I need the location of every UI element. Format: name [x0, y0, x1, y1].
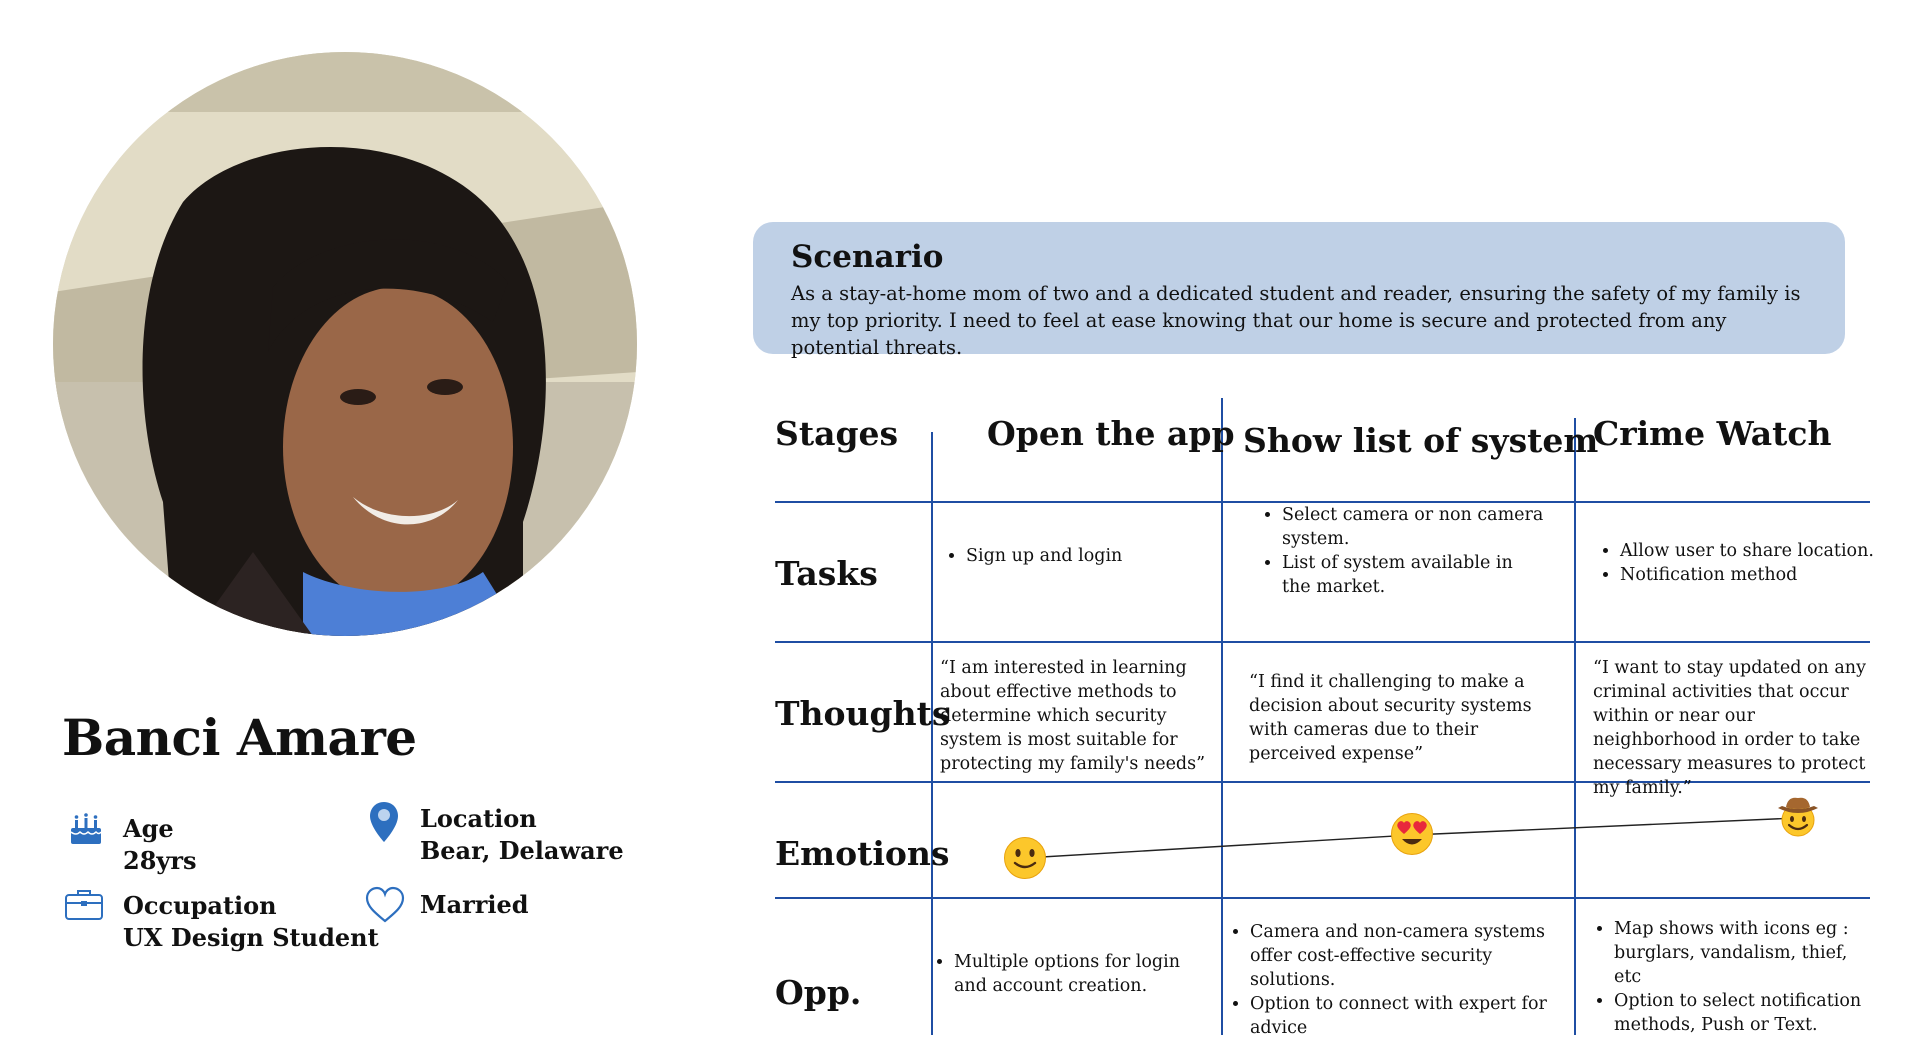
heart-icon: [364, 886, 406, 924]
location-label: Location: [420, 804, 537, 833]
list-item: Select camera or non camera system.: [1282, 503, 1546, 551]
slightly-smiling-emoji: [1003, 836, 1047, 880]
tasks-cell-3: Allow user to share location. Notificati…: [1594, 539, 1874, 587]
cowboy-emoji: [1776, 794, 1820, 838]
stage-show-list: Show list of system: [1243, 421, 1599, 460]
row-label-emotions: Emotions: [775, 834, 950, 873]
location-pin-icon: [368, 800, 400, 844]
stage-crime-watch: Crime Watch: [1593, 414, 1832, 453]
stage-open-app: Open the app: [987, 414, 1235, 453]
opportunity-cell-2: Camera and non-camera systems offer cost…: [1224, 920, 1579, 1040]
scenario-text: As a stay-at-home mom of two and a dedic…: [791, 282, 1801, 359]
list-item: Map shows with icons eg : burglars, vand…: [1614, 917, 1878, 989]
row-label-tasks: Tasks: [775, 554, 878, 593]
age-value: 28yrs: [123, 846, 197, 875]
list-item: Multiple options for login and account c…: [954, 950, 1218, 998]
tasks-cell-2: Select camera or non camera system. List…: [1256, 503, 1546, 599]
persona-name: Banci Amare: [62, 708, 417, 767]
scenario-title: Scenario: [791, 239, 944, 275]
list-item: Option to connect with expert for advice: [1250, 992, 1579, 1040]
grid-line: [1574, 418, 1576, 1035]
tasks-cell-1: Sign up and login: [940, 544, 1210, 568]
grid-line: [775, 641, 1870, 643]
thought-2: “I find it challenging to make a decisio…: [1249, 672, 1532, 764]
grid-line: [775, 501, 1870, 503]
marital-status: Married: [420, 890, 529, 919]
grid-line: [775, 781, 1870, 783]
list-item: Allow user to share location.: [1620, 539, 1874, 563]
scenario-box: Scenario As a stay-at-home mom of two an…: [753, 222, 1845, 359]
list-item: Camera and non-camera systems offer cost…: [1250, 920, 1579, 992]
list-item: Option to select notification methods, P…: [1614, 989, 1878, 1037]
opportunity-cell-1: Multiple options for login and account c…: [928, 950, 1218, 998]
thought-1: “I am interested in learning about effec…: [940, 658, 1206, 774]
heart-eyes-emoji: [1390, 812, 1434, 856]
grid-line: [931, 432, 933, 1035]
location-value: Bear, Delaware: [420, 836, 624, 865]
briefcase-icon: [64, 887, 104, 921]
cake-icon: [68, 810, 104, 846]
list-item: Notification method: [1620, 563, 1874, 587]
occupation-value: UX Design Student: [123, 923, 379, 952]
row-label-opportunities: Opp.: [775, 973, 862, 1012]
list-item: Sign up and login: [966, 544, 1210, 568]
occupation-label: Occupation: [123, 891, 277, 920]
row-label-stages: Stages: [775, 414, 899, 453]
grid-line: [775, 897, 1870, 899]
row-label-thoughts: Thoughts: [775, 694, 951, 733]
list-item: List of system available in the market.: [1282, 551, 1546, 599]
age-label: Age: [123, 814, 174, 843]
opportunity-cell-3: Map shows with icons eg : burglars, vand…: [1588, 917, 1878, 1037]
thought-3: “I want to stay updated on any criminal …: [1593, 658, 1866, 798]
grid-line: [1221, 398, 1223, 1035]
